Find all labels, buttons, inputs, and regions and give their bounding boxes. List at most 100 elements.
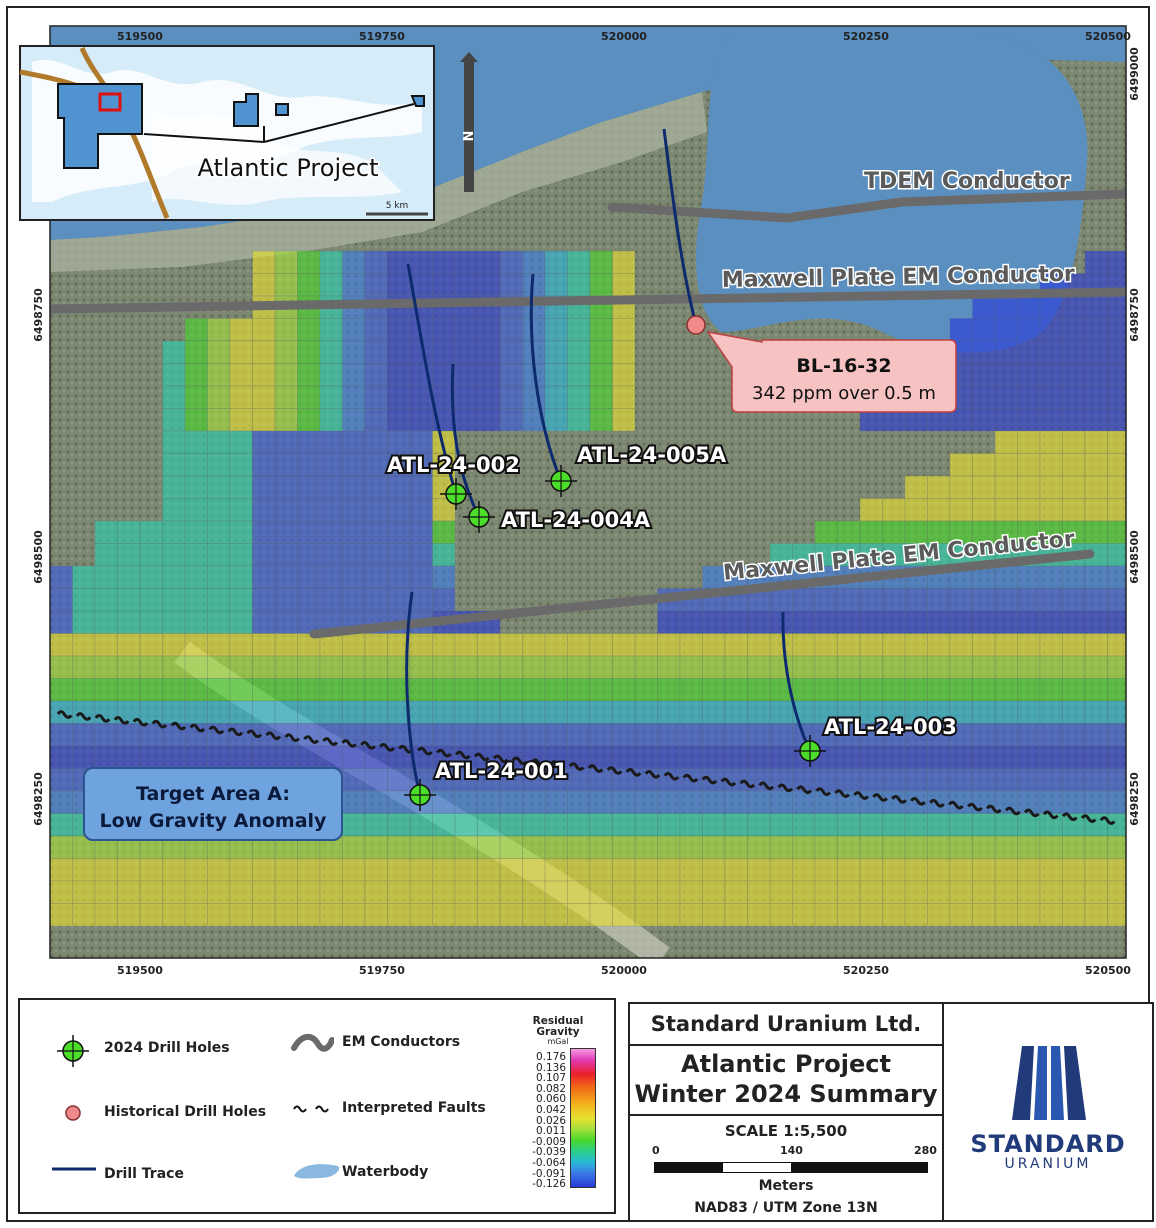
y-coord-left: 6498500	[32, 530, 45, 584]
gravity-cell	[387, 543, 411, 567]
gravity-cell	[229, 588, 253, 612]
gravity-cell	[994, 768, 1018, 792]
gravity-cell	[567, 813, 591, 837]
gravity-cell	[297, 250, 321, 274]
gravity-cell	[589, 250, 613, 274]
gravity-cell	[1039, 745, 1063, 769]
gravity-cell	[544, 813, 568, 837]
gravity-cell	[544, 723, 568, 747]
gravity-cell	[859, 880, 883, 904]
gravity-cell	[364, 700, 388, 724]
gravity-cell	[297, 678, 321, 702]
gravity-cell	[1084, 498, 1108, 522]
gravity-cell	[792, 835, 816, 859]
gravity-cell	[972, 700, 996, 724]
gravity-cell	[567, 903, 591, 927]
gravity-cell	[387, 858, 411, 882]
x-coord-top: 520250	[843, 30, 889, 43]
gravity-cell	[927, 858, 951, 882]
gravity-cell	[792, 790, 816, 814]
gravity-cell	[229, 318, 253, 342]
gravity-cell	[94, 588, 118, 612]
gravity-cell	[94, 565, 118, 589]
y-coord-left: 6498750	[32, 288, 45, 342]
gravity-cell	[139, 858, 163, 882]
gravity-cell	[1017, 565, 1041, 589]
gravity-cell	[72, 903, 96, 927]
gravity-cell	[589, 633, 613, 657]
gravity-cell	[544, 700, 568, 724]
gravity-cell	[634, 678, 658, 702]
gravity-cell	[612, 813, 636, 837]
gravity-cell	[499, 363, 523, 387]
gravity-cell	[769, 700, 793, 724]
gravity-cell	[432, 858, 456, 882]
gravity-cell	[1017, 655, 1041, 679]
gravity-cell	[657, 790, 681, 814]
gravity-cell	[117, 880, 141, 904]
gravity-cell	[994, 453, 1018, 477]
gravity-cell	[364, 678, 388, 702]
gravity-cell	[94, 610, 118, 634]
gravity-cell	[319, 475, 343, 499]
gravity-cell	[702, 655, 726, 679]
gravity-cell	[342, 565, 366, 589]
gravity-cell	[927, 813, 951, 837]
x-coord-top: 519750	[359, 30, 405, 43]
gravity-cell	[454, 723, 478, 747]
gravity-cell	[72, 700, 96, 724]
gravity-cell	[994, 295, 1018, 319]
gravity-cell	[117, 565, 141, 589]
gravity-cell	[274, 633, 298, 657]
gravity-cell	[162, 430, 186, 454]
gravity-cell	[274, 858, 298, 882]
gravity-cell	[409, 475, 433, 499]
gravity-cell	[454, 385, 478, 409]
gravity-cell	[949, 768, 973, 792]
historical-hole-result: 342 ppm over 0.5 m	[752, 383, 936, 404]
legend-fault-icon	[293, 1105, 329, 1113]
gravity-cell	[1084, 363, 1108, 387]
gravity-cell	[342, 880, 366, 904]
gravity-cell	[50, 813, 73, 837]
gravity-cell	[612, 700, 636, 724]
gravity-cell	[1062, 903, 1086, 927]
gravity-cell	[432, 723, 456, 747]
gravity-cell	[927, 588, 951, 612]
gravity-cell	[657, 858, 681, 882]
gravity-cell	[859, 835, 883, 859]
drill-hole-icon	[404, 779, 436, 811]
gravity-cell	[387, 835, 411, 859]
gravity-cell	[634, 790, 658, 814]
gravity-cell	[297, 903, 321, 927]
gravity-cell	[1084, 903, 1108, 927]
gravity-cell	[904, 475, 928, 499]
gravity-cell	[679, 790, 703, 814]
colorbar-tick-label: -0.091	[532, 1167, 566, 1180]
gravity-cell	[252, 250, 276, 274]
gravity-cell	[1017, 903, 1041, 927]
gravity-cell	[94, 745, 118, 769]
gravity-cell	[454, 340, 478, 364]
gravity-cell	[387, 250, 411, 274]
gravity-cell	[184, 363, 208, 387]
gravity-cell	[319, 700, 343, 724]
gravity-cell	[94, 723, 118, 747]
gravity-cell	[769, 790, 793, 814]
gravity-cell	[612, 835, 636, 859]
gravity-cell	[274, 475, 298, 499]
gravity-cell	[567, 633, 591, 657]
gravity-cell	[612, 790, 636, 814]
gravity-cell	[994, 610, 1018, 634]
gravity-cell	[297, 453, 321, 477]
gravity-cell	[544, 363, 568, 387]
gravity-cell	[792, 858, 816, 882]
gravity-cell	[1039, 385, 1063, 409]
gravity-cell	[72, 655, 96, 679]
gravity-cell	[1062, 430, 1086, 454]
gravity-cell	[702, 745, 726, 769]
gravity-cell	[409, 250, 433, 274]
gravity-cell	[139, 610, 163, 634]
gravity-cell	[274, 340, 298, 364]
gravity-cell	[1084, 610, 1108, 634]
